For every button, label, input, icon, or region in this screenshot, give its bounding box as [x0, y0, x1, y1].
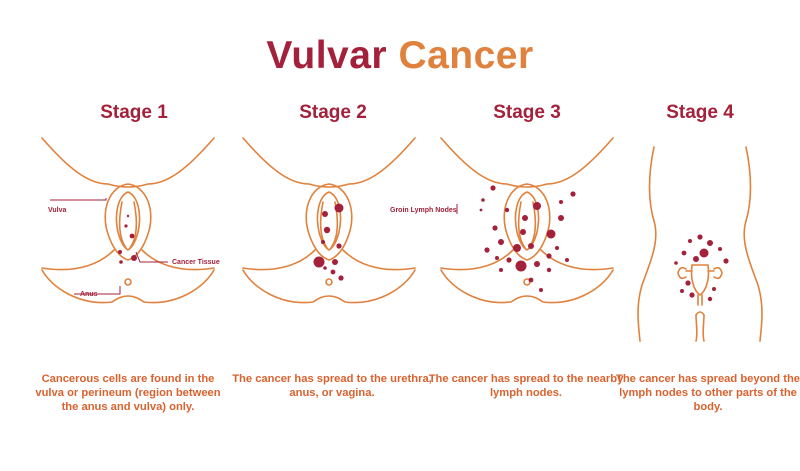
- stage-2-description: The cancer has spread to the urethra, an…: [232, 373, 432, 399]
- stage-1-diagram: [41, 137, 215, 304]
- stage-3-diagram: [440, 137, 614, 304]
- stage-1-description: Cancerous cells are found in the vulva o…: [35, 373, 221, 413]
- groin-lymph-nodes-label: Groin Lymph Nodes: [390, 207, 457, 214]
- stage-3-title: Stage 3: [493, 102, 561, 123]
- stage-1-title: Stage 1: [100, 102, 168, 123]
- stage-3-description: The cancer has spread to the nearby lymp…: [428, 373, 624, 399]
- stage-4-description: The cancer has spread beyond the lymph n…: [615, 373, 800, 413]
- title-word-vulvar: Vulvar: [266, 34, 388, 77]
- stage-2-diagram: [242, 137, 416, 304]
- stage-4-diagram: [637, 146, 763, 342]
- anus-label: Anus: [80, 291, 98, 298]
- vulva-label: Vulva: [48, 207, 67, 214]
- title-word-cancer: Cancer: [398, 34, 534, 77]
- page-title: Vulvar Cancer: [0, 34, 800, 78]
- stage-4-title: Stage 4: [666, 102, 734, 123]
- stage-2-title: Stage 2: [299, 102, 367, 123]
- cancer-tissue-label: Cancer Tissue: [172, 259, 220, 266]
